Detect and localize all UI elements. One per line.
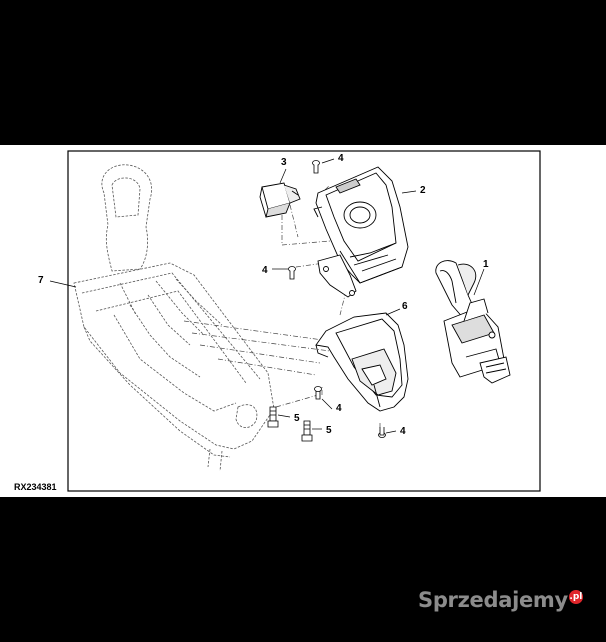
part-1-joystick xyxy=(435,260,511,384)
watermark-suffix: .pl xyxy=(568,590,583,604)
exploded-parts-diagram: 1 2 3 4 4 6 4 4 5 5 7 RX234381 xyxy=(14,150,541,492)
diagram-sheet: 1 2 3 4 4 6 4 4 5 5 7 RX234381 xyxy=(0,145,606,497)
bolt-5-left xyxy=(267,406,279,428)
diagram-frame xyxy=(67,150,541,492)
callout-4-middle: 4 xyxy=(336,403,342,414)
callout-2: 2 xyxy=(420,185,426,196)
callout-4-bottom: 4 xyxy=(400,426,406,437)
screw-4-top xyxy=(312,160,320,174)
screw-4-left xyxy=(288,266,296,280)
callout-4-left: 4 xyxy=(262,265,268,276)
part-3-switch-connector xyxy=(259,182,301,218)
assembly-guide-lines xyxy=(183,184,381,431)
callout-6: 6 xyxy=(402,301,408,312)
part-2-upper-bracket xyxy=(313,166,409,298)
callout-4-top: 4 xyxy=(338,153,344,164)
part-6-lower-shroud xyxy=(315,312,409,412)
screw-4-middle xyxy=(314,386,322,400)
callout-leaders xyxy=(49,158,485,434)
screw-4-bottom xyxy=(378,427,386,438)
callout-7: 7 xyxy=(38,275,44,286)
callout-3: 3 xyxy=(281,157,287,168)
part-7-console-housing xyxy=(73,164,275,472)
bolt-5-right xyxy=(301,420,313,442)
figure-code: RX234381 xyxy=(14,482,57,492)
watermark-text: Sprzedajemy xyxy=(418,588,568,612)
callout-5-left: 5 xyxy=(294,413,300,424)
site-watermark: Sprzedajemy .pl xyxy=(418,588,583,612)
callout-5-right: 5 xyxy=(326,425,332,436)
callout-1: 1 xyxy=(483,259,489,270)
